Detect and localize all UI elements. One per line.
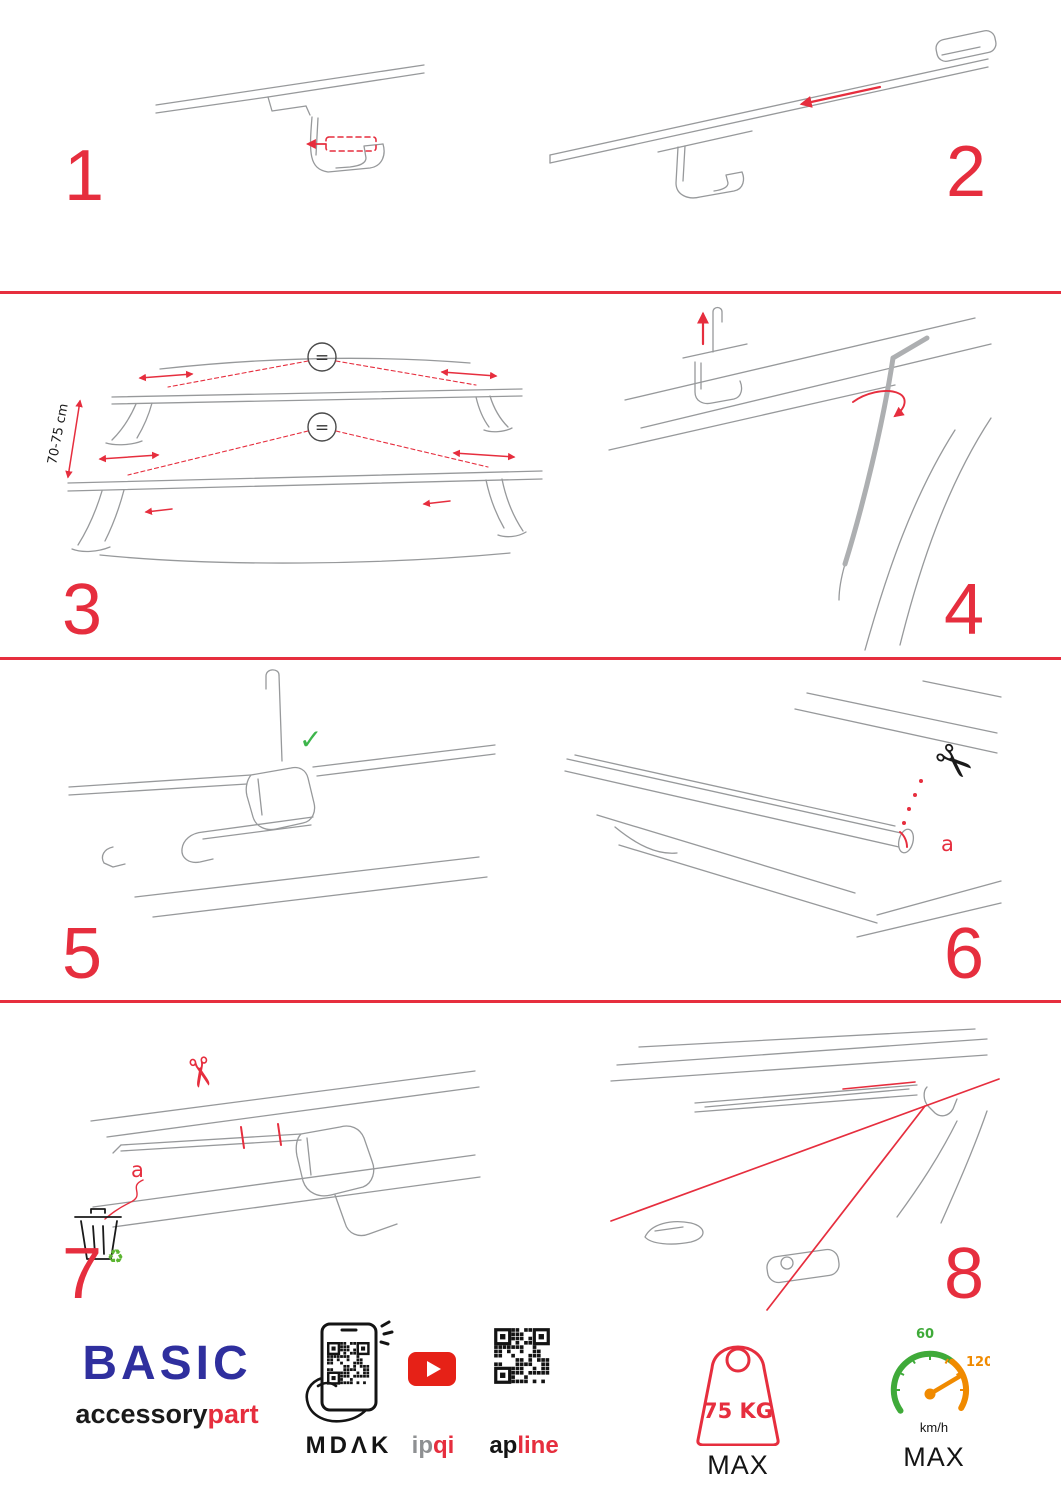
strip-end-mark [899,831,908,848]
hand-icon [305,1376,368,1423]
brand-logo: BASIC accessorypart [60,1336,274,1430]
recycle-icon: ♻ [107,1246,124,1268]
red-frame-lines [610,1078,1000,1311]
brand-subtitle: accessorypart [60,1399,274,1430]
rotate-arrow [852,390,906,418]
youtube-icon [408,1352,456,1386]
scissors-icon-red: ✂ [173,1052,225,1094]
step-3-number: 3 [62,570,103,650]
rail-drawing [608,306,992,651]
divider-2 [0,657,1061,660]
step-7-number: 7 [62,1234,103,1314]
bar-drawing [549,30,997,199]
equals-symbol-rear: = [315,348,329,368]
equals-symbol-front: = [315,418,329,438]
discard-squiggle [104,1179,144,1220]
check-icon: ✓ [299,723,322,756]
dimension-label: 70-75 cm [45,402,72,465]
logo-apline: apline [489,1432,559,1459]
bar-end-drawing [564,680,1002,938]
weight-value: 75 KG [703,1399,773,1423]
label-a: a [941,832,954,856]
roof-bars-drawing [67,357,543,564]
phone-qr-icon [305,1320,394,1423]
step-4-illustration [595,300,1005,651]
equal-circles [307,342,337,442]
slide-arrow [799,85,882,108]
step-1-number: 1 [64,136,105,216]
step-1-illustration [150,55,430,245]
speed-unit-label: km/h [919,1420,949,1435]
speed-high: 120 [966,1355,990,1370]
speed-max-label: MAX [903,1442,965,1472]
step-8-number: 8 [944,1234,985,1314]
step-5-number: 5 [62,914,103,994]
step-6-illustration: ✂ a [555,675,1005,945]
divider-3 [0,1000,1061,1003]
clamp-drawing [68,669,496,918]
step-4-number: 4 [944,570,985,650]
leader-lines [127,360,489,476]
strip-cut-drawing [90,1070,481,1237]
speed-low: 60 [916,1327,934,1342]
logo-ipqi: ipqi [411,1432,455,1459]
step-7-illustration: ✂ a ♻ [35,1025,490,1268]
step-5-illustration: ✓ [55,665,510,935]
rubber-pad-outline [325,136,377,152]
divider-1 [0,291,1061,294]
brand-sub-red: part [207,1399,259,1429]
brand-sub-black: accessory [75,1399,208,1429]
dimension-arrows [65,368,516,516]
step-8-illustration [555,1025,1005,1311]
strip-insert-drawing [610,1028,988,1284]
allen-key [842,335,930,567]
qr-code-icon [492,1326,551,1385]
label-a: a [131,1158,144,1182]
play-icon [426,1361,441,1377]
step-2-number: 2 [946,132,987,212]
cut-marks [240,1123,282,1149]
roof-rail-drawing [155,64,425,173]
brand-title: BASIC [82,1337,252,1390]
logo-mdak: MDΛK [305,1432,393,1459]
strip-highlight [842,1081,916,1090]
speedometer-icon: 60 120 [890,1327,990,1414]
step-3-illustration: = = 70-75 cm [40,305,545,595]
weight-icon: 75 KG [696,1345,780,1446]
step-6-number: 6 [944,914,985,994]
trash-icon [74,1208,122,1260]
weight-max-label: MAX [707,1450,769,1480]
needle [927,1372,965,1397]
cut-dots [902,779,923,825]
step-2-illustration [540,25,1005,210]
